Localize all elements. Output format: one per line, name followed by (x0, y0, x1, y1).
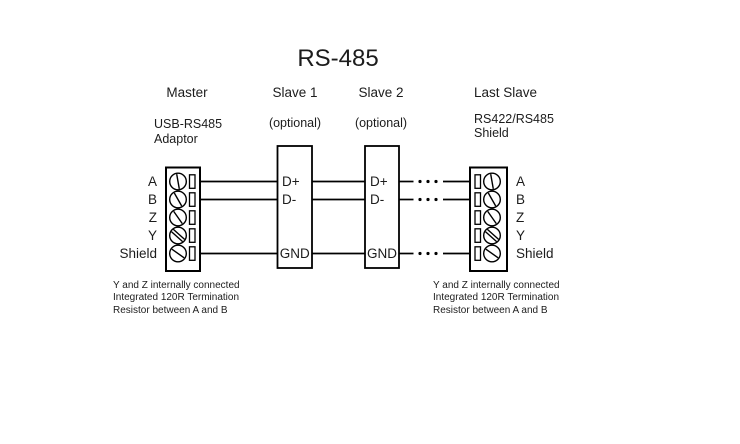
wire-a-dplus (200, 179, 470, 184)
slave1-box (276, 145, 313, 269)
last-slave-device-label: RS422/RS485 Shield (474, 112, 554, 140)
wire-entry-slots (474, 174, 482, 261)
master-pin-b: B (147, 191, 157, 207)
slave2-pin-gnd: GND (367, 245, 397, 261)
wire-break-dots (418, 251, 438, 256)
master-pin-y: Y (147, 227, 157, 243)
last-slave-pin-b: B (516, 191, 526, 207)
screw-terminals (168, 172, 187, 263)
wire-shield-gnd (200, 251, 470, 256)
last-slave-terminal-block (469, 166, 508, 272)
slave2-header: Slave 2 (358, 85, 404, 100)
slave2-optional-note: (optional) (354, 116, 408, 130)
wire-break-dots (418, 197, 438, 202)
master-device-label: USB-RS485 Adaptor (154, 117, 222, 147)
slave1-pin-dminus: D- (282, 191, 297, 207)
slave2-pin-dminus: D- (370, 191, 385, 207)
slave1-pin-dplus: D+ (282, 173, 300, 189)
slave1-header: Slave 1 (272, 85, 318, 100)
master-pin-z: Z (148, 209, 157, 225)
master-header: Master (166, 85, 208, 100)
last-slave-device-line2: Shield (474, 126, 509, 140)
last-slave-pin-z: Z (516, 209, 525, 225)
last-slave-device-line1: RS422/RS485 (474, 112, 554, 126)
slave2-box (364, 145, 400, 269)
master-pin-a: A (147, 173, 157, 189)
last-slave-pin-a: A (516, 173, 526, 189)
master-footnote: Y and Z internally connected Integrated … (113, 280, 240, 317)
footnote-line: Integrated 120R Termination (113, 292, 240, 304)
footnote-line: Y and Z internally connected (433, 280, 560, 291)
last-slave-header: Last Slave (474, 85, 538, 100)
slave1-optional-note: (optional) (268, 116, 322, 130)
last-slave-pin-shield: Shield (516, 245, 554, 261)
screw-terminals (483, 172, 502, 263)
footnote-line: Resistor between A and B (113, 304, 228, 316)
slave1-pin-gnd: GND (279, 245, 310, 261)
footnote-line: Resistor between A and B (433, 304, 548, 316)
wire-entry-slots (188, 174, 196, 261)
footnote-line: Y and Z internally connected (113, 280, 240, 291)
master-terminal-block (165, 166, 201, 272)
slave2-pin-dplus: D+ (370, 173, 388, 189)
footnote-line: Integrated 120R Termination (433, 292, 560, 304)
diagram-title: RS-485 (297, 45, 379, 72)
master-device-line2: Adaptor (154, 132, 198, 146)
wire-b-dminus (200, 197, 470, 202)
master-device-line1: USB-RS485 (154, 117, 223, 131)
last-slave-pin-y: Y (516, 227, 526, 243)
last-slave-footnote: Y and Z internally connected Integrated … (433, 280, 560, 317)
master-pin-shield: Shield (119, 245, 157, 261)
wire-break-dots (418, 179, 438, 184)
